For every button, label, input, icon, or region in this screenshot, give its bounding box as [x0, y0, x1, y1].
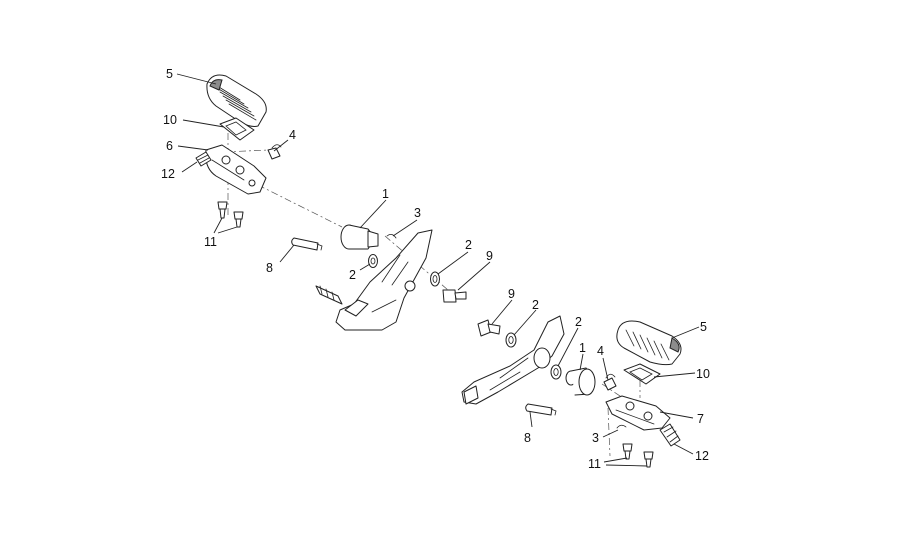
callout-2-right-b: 2 — [575, 315, 582, 329]
part-7-footpeg-bracket-right — [605, 395, 671, 431]
part-8-pin-left — [291, 237, 323, 251]
part-3-clip-left — [386, 234, 397, 239]
callout-10-left: 10 — [163, 113, 177, 127]
callout-12-left: 12 — [161, 167, 175, 181]
part-9-bolt-left — [442, 289, 467, 303]
part-10-pad-plate-left — [219, 117, 255, 141]
callout-10-right: 10 — [696, 367, 710, 381]
callout-6: 6 — [166, 139, 173, 153]
part-2-washer-left-b — [430, 271, 440, 287]
part-1-pivot-spacer-right — [565, 367, 596, 396]
part-5-footpeg-rubber-left — [206, 74, 267, 127]
callout-4-left: 4 — [289, 128, 296, 142]
part-10-pad-plate-right — [623, 363, 661, 385]
callout-9-left: 9 — [486, 249, 493, 263]
gear-lever-left — [315, 229, 433, 331]
part-4-spring-clip-right — [603, 373, 617, 391]
part-8-pin-right — [525, 403, 557, 416]
callout-1-left: 1 — [382, 187, 389, 201]
part-5-footpeg-rubber-right — [616, 320, 682, 366]
part-2-washer-right-b — [550, 364, 562, 380]
callout-3-right: 3 — [592, 431, 599, 445]
callout-11-right: 11 — [588, 457, 601, 471]
part-6-footpeg-bracket — [205, 144, 267, 195]
callout-12-right: 12 — [695, 449, 709, 463]
part-1-pivot-spacer-left — [340, 224, 379, 250]
part-9-bolt-right — [477, 319, 501, 337]
callout-5-right: 5 — [700, 320, 707, 334]
callout-2-right-a: 2 — [532, 298, 539, 312]
part-12-adjuster-bolt-left — [195, 151, 212, 167]
callout-7: 7 — [697, 412, 704, 426]
part-2-washer-left-a — [368, 254, 378, 268]
callout-labels: 5 10 6 12 4 11 1 3 8 2 2 9 9 2 2 1 4 5 1… — [161, 67, 710, 471]
callout-9-right: 9 — [508, 287, 515, 301]
callout-1-right: 1 — [579, 341, 586, 355]
callout-8-left: 8 — [266, 261, 273, 275]
callout-2-left-b: 2 — [465, 238, 472, 252]
leader-lines — [176, 73, 700, 467]
brake-lever-right — [461, 315, 565, 405]
callout-2-left-a: 2 — [349, 268, 356, 282]
part-11-screws-left — [217, 201, 244, 228]
part-11-screws-right — [622, 443, 654, 468]
part-3-clip-right — [616, 424, 627, 429]
callout-11-left: 11 — [204, 235, 217, 249]
callout-5-left: 5 — [166, 67, 173, 81]
callout-8-right: 8 — [524, 431, 531, 445]
part-2-washer-right-a — [505, 332, 517, 348]
part-12-adjuster-bolt-right — [659, 423, 681, 447]
assembly-axes — [223, 133, 641, 457]
callout-3-left: 3 — [414, 206, 421, 220]
callout-4-right: 4 — [597, 344, 604, 358]
